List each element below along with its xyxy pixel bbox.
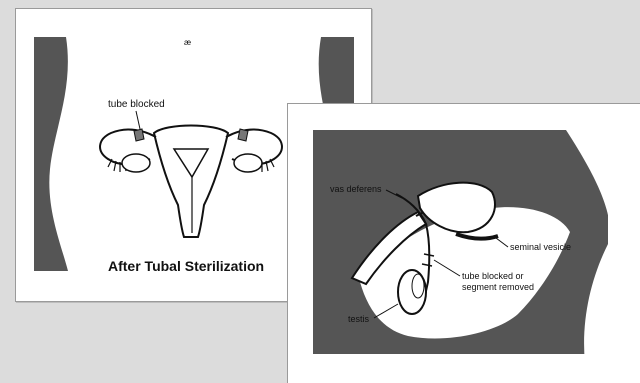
label-tube-blocked-line1: tube blocked or bbox=[462, 271, 524, 281]
caption-tubal-sterilization: After Tubal Sterilization bbox=[108, 258, 264, 274]
label-tube-blocked-line2: segment removed bbox=[462, 282, 534, 292]
tube-block-right bbox=[238, 129, 248, 141]
ovary-left bbox=[122, 154, 150, 172]
label-vas-deferens: vas deferens bbox=[330, 184, 382, 194]
leader-testis bbox=[374, 304, 398, 318]
male-diagram: vas deferens seminal vesicle tube blocke… bbox=[288, 104, 640, 383]
leader-tube-blocked bbox=[434, 260, 460, 276]
uterus bbox=[154, 126, 228, 238]
body-silhouette-left bbox=[34, 37, 68, 271]
tube-block-left bbox=[134, 129, 144, 141]
tube-block-mark bbox=[422, 254, 434, 266]
seminal-vesicle bbox=[456, 234, 498, 239]
leader-seminal-vesicle bbox=[496, 238, 508, 247]
label-tube-blocked: tube blocked bbox=[108, 99, 165, 110]
leader-tube-blocked bbox=[136, 111, 140, 129]
top-mark: æ bbox=[184, 38, 191, 47]
ovary-right bbox=[234, 154, 262, 172]
label-seminal-vesicle: seminal vesicle bbox=[510, 242, 571, 252]
label-testis: testis bbox=[348, 314, 370, 324]
male-illustration-panel: vas deferens seminal vesicle tube blocke… bbox=[287, 103, 640, 383]
